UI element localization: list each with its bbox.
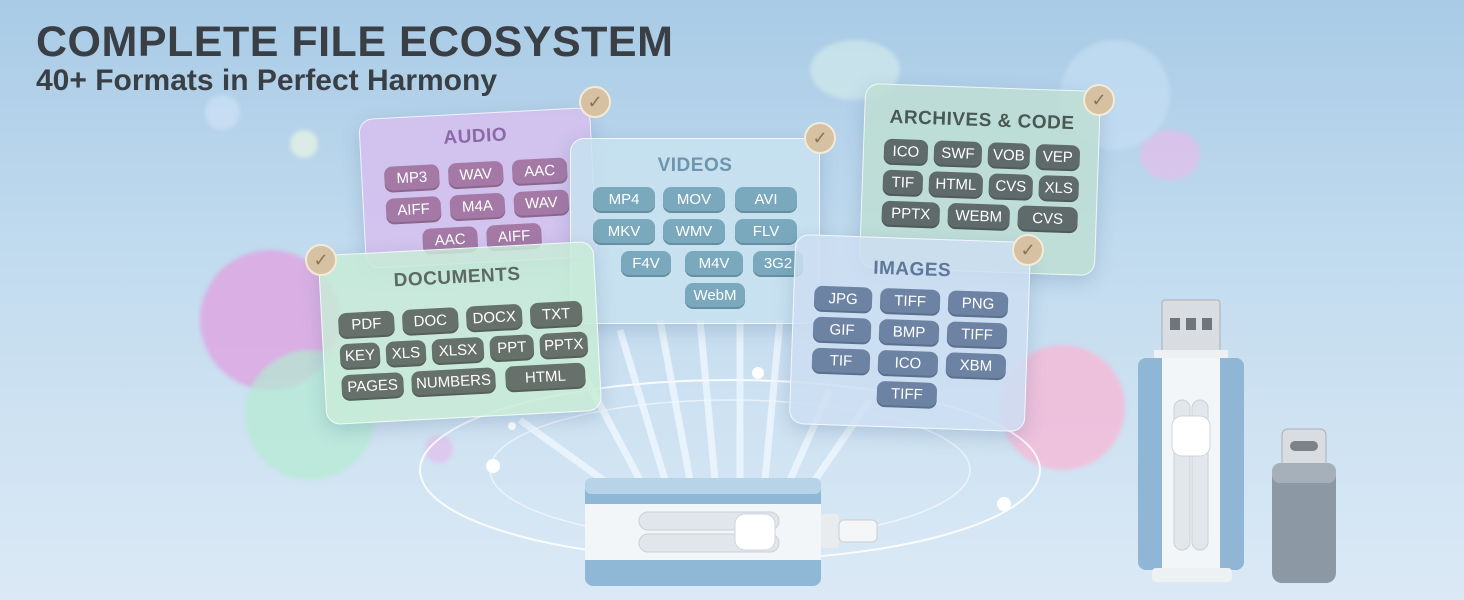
format-chip: ICO <box>883 138 929 167</box>
format-chip: ICO <box>877 349 939 378</box>
format-chip: NUMBERS <box>410 367 497 398</box>
format-chip: TIFF <box>879 287 941 317</box>
archives-card-title: ARCHIVES & CODE <box>889 106 1075 135</box>
format-chip: HTML <box>504 362 587 393</box>
format-chip: AAC <box>511 157 568 187</box>
format-chip: BMP <box>878 318 940 348</box>
format-chip: TIFF <box>946 321 1008 350</box>
format-chip: WEBM <box>947 202 1011 232</box>
bg-blob <box>1140 130 1200 180</box>
format-chip: KEY <box>339 342 381 371</box>
format-chip: FLV <box>735 219 797 245</box>
format-chip: XLS <box>1038 175 1080 203</box>
format-chip: PDF <box>337 310 396 340</box>
format-chip: XLS <box>385 339 427 368</box>
format-chip: PNG <box>947 290 1009 319</box>
images-card-title: IMAGES <box>872 257 952 282</box>
videos-card: VIDEOS MP4 MOV AVI MKV WMV FLV F4V M4V 3… <box>570 138 820 324</box>
format-chip: JPG <box>813 285 873 314</box>
format-chip: PPTX <box>539 331 589 360</box>
usb-flash-drive-horizontal <box>585 478 878 586</box>
bg-blob <box>205 95 240 130</box>
format-chip: CVS <box>988 173 1034 201</box>
format-chip: DOC <box>401 307 460 336</box>
format-chip: MP3 <box>383 164 441 193</box>
check-badge-icon: ✓ <box>579 86 611 118</box>
format-chip: F4V <box>621 251 671 277</box>
format-chip: AVI <box>735 187 797 213</box>
format-chip: WMV <box>663 219 725 245</box>
format-chip: TIF <box>811 347 871 376</box>
videos-card-title: VIDEOS <box>657 155 733 176</box>
page-title: COMPLETE FILE ECOSYSTEM <box>36 18 674 66</box>
format-chip: AIFF <box>385 195 442 225</box>
format-chip: VEP <box>1035 143 1081 172</box>
format-chip: WAV <box>447 160 504 190</box>
page-subtitle: 40+ Formats in Perfect Harmony <box>36 64 498 97</box>
check-badge-icon: ✓ <box>305 244 337 276</box>
format-chip: WebM <box>685 283 745 309</box>
usb-flash-drive-vertical <box>1138 299 1244 582</box>
format-chip: TIFF <box>876 380 938 409</box>
format-chip: PPTX <box>881 200 941 229</box>
format-chip: PAGES <box>341 372 405 402</box>
images-card: IMAGES JPG TIFF PNG GIF BMP TIFF TIF ICO… <box>788 233 1032 433</box>
format-chip: DOCX <box>465 303 523 333</box>
format-chip: WAV <box>513 189 570 219</box>
format-chip: PPT <box>489 334 535 363</box>
check-badge-icon: ✓ <box>804 122 836 154</box>
format-chip: MP4 <box>593 187 655 213</box>
format-chip: VOB <box>987 142 1031 170</box>
format-chip: TXT <box>529 300 583 330</box>
check-badge-icon: ✓ <box>1083 84 1115 116</box>
format-chip: XBM <box>945 352 1007 381</box>
format-chip: GIF <box>812 316 872 345</box>
documents-card: DOCUMENTS PDF DOC DOCX TXT KEY XLS XLSX … <box>317 240 603 426</box>
format-chip: HTML <box>928 171 984 200</box>
bg-blob <box>290 130 318 158</box>
format-chip: SWF <box>933 140 983 169</box>
check-badge-icon: ✓ <box>1012 234 1044 266</box>
format-chip: M4A <box>449 192 506 222</box>
format-chip: XLSX <box>431 336 485 366</box>
format-chip: TIF <box>882 169 924 197</box>
format-chip: CVS <box>1017 205 1079 234</box>
usb-c-adapter <box>1272 428 1336 583</box>
format-chip: MKV <box>593 219 655 245</box>
format-chip: M4V <box>685 251 743 277</box>
format-chip: MOV <box>663 187 725 213</box>
